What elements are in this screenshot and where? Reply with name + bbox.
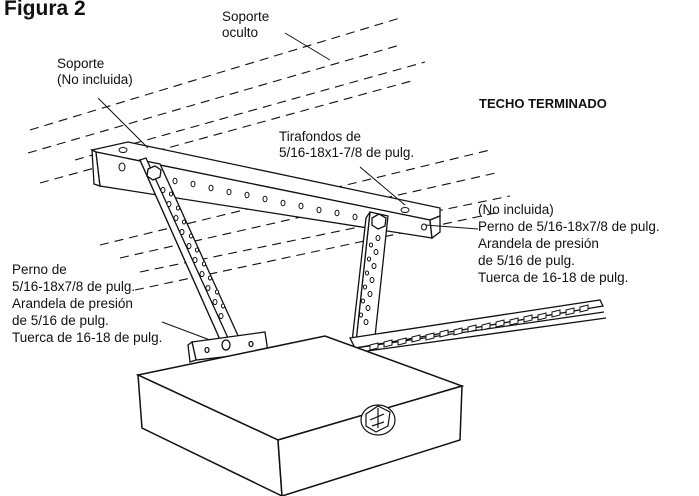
motor-unit — [135, 335, 465, 496]
label-line: Soporte — [57, 56, 105, 71]
label-support-not-included: Soporte (No incluida) — [57, 56, 133, 88]
label-line: 5/16-18x1-7/8 de pulg. — [279, 145, 415, 160]
label-line: (No incluida) — [478, 202, 554, 217]
label-line: Soporte — [222, 9, 270, 24]
label-line: Tirafondos de — [279, 129, 362, 144]
label-left-hardware: Perno de 5/16-18x7/8 de pulg. Arandela d… — [12, 261, 162, 346]
label-right-hardware: (No incluida) Perno de 5/16-18x7/8 de pu… — [478, 201, 660, 286]
label-line: Arandela de presión — [478, 236, 599, 251]
label-hidden-support: Soporte oculto — [222, 9, 269, 41]
rail-chain — [369, 304, 589, 351]
label-line: de 5/16 de pulg. — [478, 253, 575, 268]
label-line: Perno de 5/16-18x7/8 de pulg. — [478, 219, 660, 234]
label-line: Tuerca de 16-18 de pulg. — [478, 270, 629, 285]
label-line: Perno de — [12, 262, 67, 277]
label-line: Arandela de presión — [12, 296, 133, 311]
mount-bolt — [221, 339, 231, 351]
leader-lines — [97, 32, 479, 341]
left-strap-holes — [160, 187, 226, 319]
right-bolt-hex — [371, 213, 387, 230]
left-strap — [138, 157, 241, 346]
opener-rail — [349, 299, 607, 353]
left-bolt-hex — [146, 165, 162, 181]
label-lag-screws: Tirafondos de 5/16-18x1-7/8 de pulg. — [279, 129, 414, 161]
bracket-holes — [118, 147, 427, 231]
figure-title: Figura 2 — [4, 0, 86, 20]
motor-knob — [360, 404, 396, 436]
label-line: oculto — [222, 25, 259, 40]
label-line: de 5/16 de pulg. — [12, 313, 109, 328]
label-line: Tuerca de 16-18 de pulg. — [12, 330, 163, 345]
right-strap-holes — [358, 235, 381, 325]
label-finished-ceiling: TECHO TERMINADO — [479, 96, 607, 111]
support-bracket — [90, 141, 441, 240]
label-line: 5/16-18x7/8 de pulg. — [12, 279, 136, 294]
label-line: (No incluida) — [57, 72, 133, 87]
